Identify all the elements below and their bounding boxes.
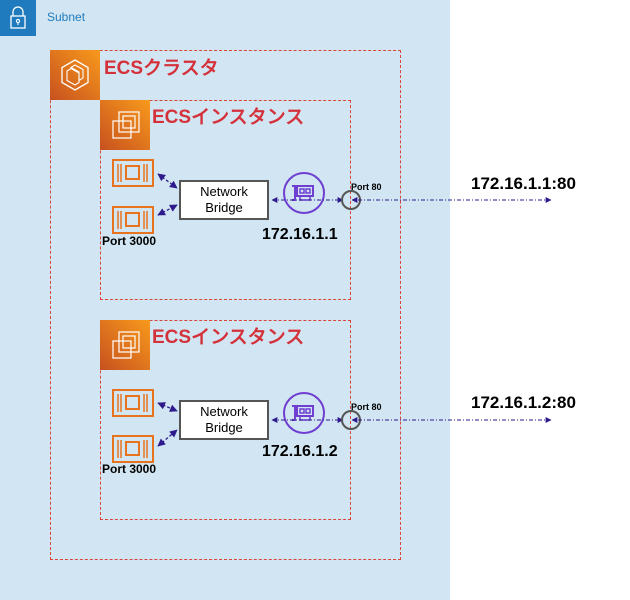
network-bridge-1: Network Bridge: [179, 180, 269, 220]
bridge-label-line2: Bridge: [205, 420, 243, 435]
cluster-title: ECSクラスタ: [104, 58, 219, 79]
eni-icon: [283, 172, 325, 214]
bridge-label-line1: Network: [200, 184, 248, 199]
host-port-icon: [341, 410, 361, 430]
network-bridge-2: Network Bridge: [179, 400, 269, 440]
eni-ip-1: 172.16.1.1: [262, 226, 338, 243]
container-bridge-link: [157, 204, 178, 216]
ec2-instance-icon: [100, 320, 150, 370]
lock-icon: [0, 0, 36, 36]
ecs-instance-group-1: [100, 100, 351, 300]
container-bridge-link: [157, 429, 178, 447]
eni-icon: [283, 392, 325, 434]
bridge-label-line2: Bridge: [205, 200, 243, 215]
host-port-icon: [341, 190, 361, 210]
container-icon: [112, 206, 154, 234]
ecs-cluster-icon: [50, 50, 100, 100]
instance-title-2: ECSインスタンス: [152, 327, 305, 348]
container-icon: [112, 159, 154, 187]
host-port-label-2: Port 80: [351, 402, 382, 412]
container-bridge-link: [157, 173, 178, 189]
ec2-instance-icon: [100, 100, 150, 150]
container-port-label-2: Port 3000: [102, 462, 157, 476]
container-port-label-1: Port 3000: [102, 234, 157, 248]
ecs-cluster-group: [50, 50, 401, 560]
subnet-label: Subnet: [47, 10, 86, 24]
container-icon: [112, 435, 154, 463]
eni-ip-2: 172.16.1.2: [262, 443, 338, 460]
bridge-label-line1: Network: [200, 404, 248, 419]
instance-title-1: ECSインスタンス: [152, 107, 305, 128]
external-endpoint-1: 172.16.1.1:80: [471, 174, 576, 193]
external-endpoint-2: 172.16.1.2:80: [471, 393, 576, 412]
container-icon: [112, 389, 154, 417]
ecs-instance-group-2: [100, 320, 351, 520]
host-port-label-1: Port 80: [351, 182, 382, 192]
container-bridge-link: [157, 402, 178, 412]
